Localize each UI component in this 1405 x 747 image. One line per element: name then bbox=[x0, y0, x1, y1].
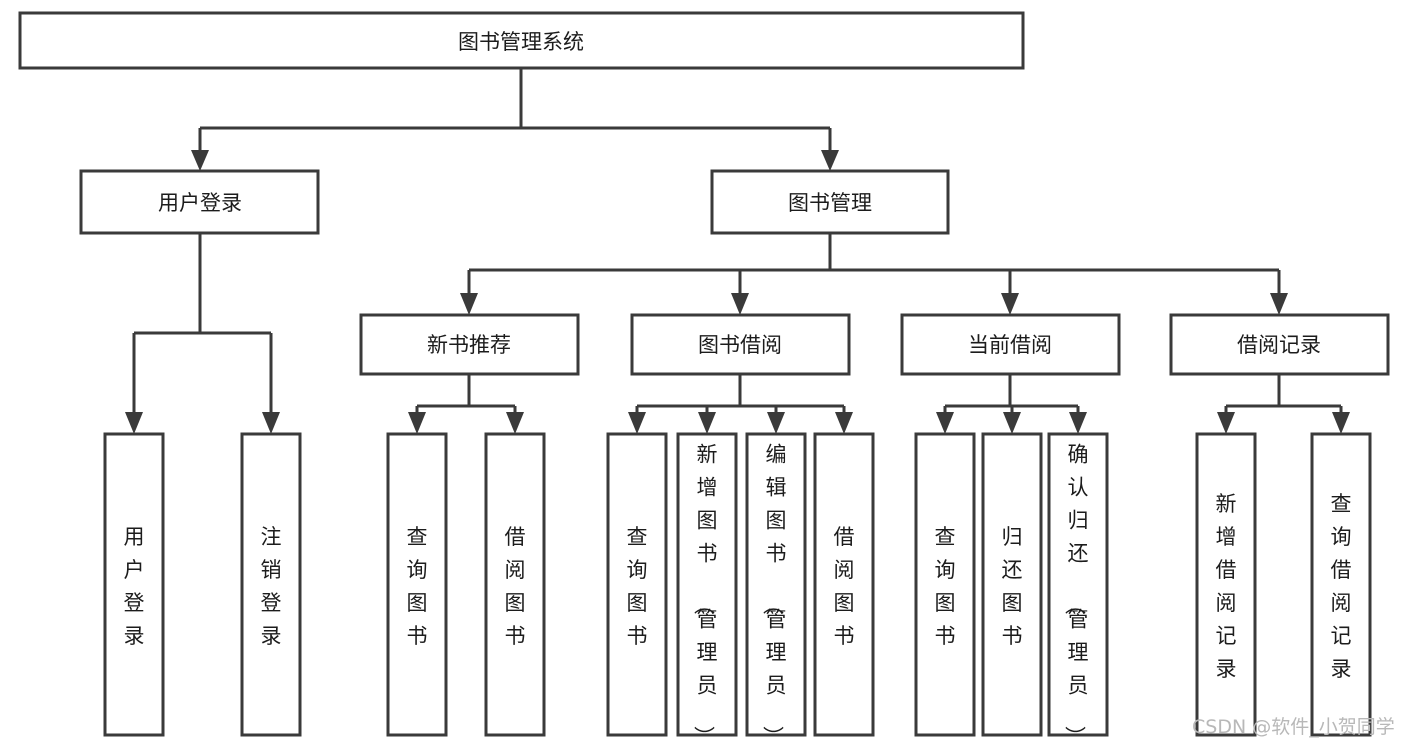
leaf-nodes-layer: 用户登录 注销登录 查询图书 借阅图书 查询图书 新增图书（管理员） bbox=[103, 432, 1372, 747]
arrow-head-leaf-query-book-current bbox=[936, 412, 954, 434]
node-leaf-add-record-label: 新增借阅记录 bbox=[1216, 492, 1237, 681]
node-leaf-query-book-borrow[interactable]: 查询图书 bbox=[606, 432, 668, 737]
node-borrow-record[interactable]: 借阅记录 bbox=[1169, 313, 1390, 376]
node-leaf-query-book-current-label: 查询图书 bbox=[935, 525, 956, 648]
arrow-head-leaf-user-login bbox=[125, 412, 143, 434]
arrow-head-borrow-record bbox=[1270, 293, 1288, 315]
node-leaf-query-book-recommend[interactable]: 查询图书 bbox=[386, 432, 448, 737]
arrow-head-book-borrow bbox=[731, 293, 749, 315]
node-borrow-record-box bbox=[1169, 313, 1390, 376]
arrow-head-leaf-borrow-book bbox=[835, 412, 853, 434]
node-leaf-query-book-borrow-box bbox=[606, 432, 668, 737]
node-leaf-add-record[interactable]: 新增借阅记录 bbox=[1195, 432, 1257, 737]
node-leaf-logout-label: 注销登录 bbox=[261, 525, 282, 648]
arrow-head-leaf-edit-book bbox=[767, 412, 785, 434]
node-leaf-add-book-box bbox=[676, 432, 738, 737]
arrow-head-leaf-borrow-book-recommend bbox=[506, 412, 524, 434]
arrow-head-leaf-add-record bbox=[1217, 412, 1235, 434]
node-book-manage-label: 图书管理 bbox=[788, 191, 872, 215]
node-book-manage[interactable]: 图书管理 bbox=[710, 169, 950, 235]
node-new-book-recommend-box bbox=[359, 313, 580, 376]
node-book-borrow[interactable]: 图书借阅 bbox=[630, 313, 851, 376]
arrow-head-new-book-recommend bbox=[460, 293, 478, 315]
node-leaf-query-book-current[interactable]: 查询图书 bbox=[914, 432, 976, 737]
watermark-label: CSDN @软件_小贺同学 bbox=[1192, 716, 1395, 738]
node-leaf-user-login[interactable]: 用户登录 bbox=[103, 432, 165, 737]
node-leaf-return-book-label: 归还图书 bbox=[1002, 525, 1023, 648]
node-leaf-query-book-recommend-box bbox=[386, 432, 448, 737]
node-leaf-query-book-current-box bbox=[914, 432, 976, 737]
node-leaf-edit-book-box bbox=[745, 432, 807, 737]
arrow-head-leaf-return-book bbox=[1003, 412, 1021, 434]
node-leaf-logout-box bbox=[240, 432, 302, 737]
node-leaf-query-record-box bbox=[1310, 432, 1372, 737]
node-leaf-borrow-book-box bbox=[813, 432, 875, 737]
node-current-borrow[interactable]: 当前借阅 bbox=[900, 313, 1121, 376]
arrow-head-leaf-query-book-recommend bbox=[408, 412, 426, 434]
node-user-login-label: 用户登录 bbox=[158, 191, 242, 215]
node-leaf-user-login-label: 用户登录 bbox=[124, 525, 145, 648]
node-leaf-edit-book[interactable]: 编辑图书（管理员） bbox=[745, 432, 807, 747]
node-current-borrow-label: 当前借阅 bbox=[968, 333, 1052, 357]
node-current-borrow-box bbox=[900, 313, 1121, 376]
node-new-book-recommend[interactable]: 新书推荐 bbox=[359, 313, 580, 376]
node-new-book-recommend-label: 新书推荐 bbox=[427, 333, 511, 357]
node-leaf-logout[interactable]: 注销登录 bbox=[240, 432, 302, 737]
node-leaf-add-record-box bbox=[1195, 432, 1257, 737]
arrow-head-leaf-add-book bbox=[698, 412, 716, 434]
node-leaf-borrow-book-label: 借阅图书 bbox=[834, 525, 855, 648]
node-leaf-query-record-label: 查询借阅记录 bbox=[1331, 492, 1352, 681]
arrow-head-leaf-query-book-borrow bbox=[628, 412, 646, 434]
node-leaf-borrow-book-recommend-box bbox=[484, 432, 546, 737]
node-leaf-query-book-borrow-label: 查询图书 bbox=[627, 525, 648, 648]
node-leaf-borrow-book-recommend[interactable]: 借阅图书 bbox=[484, 432, 546, 737]
node-leaf-confirm-return[interactable]: 确认归还（管理员） bbox=[1047, 432, 1109, 747]
node-book-manage-box bbox=[710, 169, 950, 235]
node-root[interactable]: 图书管理系统 bbox=[18, 11, 1025, 70]
arrow-head-leaf-query-record bbox=[1332, 412, 1350, 434]
arrow-head-user-login bbox=[191, 150, 209, 171]
arrow-head-book-manage bbox=[821, 150, 839, 171]
node-leaf-confirm-return-box bbox=[1047, 432, 1109, 737]
connector-layer bbox=[125, 68, 1350, 434]
node-root-label: 图书管理系统 bbox=[458, 30, 584, 54]
node-user-login-box bbox=[79, 169, 320, 235]
node-book-borrow-label: 图书借阅 bbox=[698, 333, 782, 357]
node-leaf-query-book-recommend-label: 查询图书 bbox=[407, 525, 428, 648]
node-root-box bbox=[18, 11, 1025, 70]
node-leaf-borrow-book-recommend-label: 借阅图书 bbox=[505, 525, 526, 648]
node-leaf-edit-book-label: 编辑图书（管理员） bbox=[761, 443, 787, 747]
arrow-head-current-borrow bbox=[1001, 293, 1019, 315]
node-user-login[interactable]: 用户登录 bbox=[79, 169, 320, 235]
arrow-head-leaf-logout bbox=[262, 412, 280, 434]
node-leaf-return-book[interactable]: 归还图书 bbox=[981, 432, 1043, 737]
node-leaf-return-book-box bbox=[981, 432, 1043, 737]
node-leaf-query-record[interactable]: 查询借阅记录 bbox=[1310, 432, 1372, 737]
arrow-head-leaf-confirm-return bbox=[1069, 412, 1087, 434]
node-leaf-confirm-return-label: 确认归还（管理员） bbox=[1063, 443, 1089, 747]
node-leaf-add-book[interactable]: 新增图书（管理员） bbox=[676, 432, 738, 747]
node-leaf-user-login-box bbox=[103, 432, 165, 737]
node-leaf-add-book-label: 新增图书（管理员） bbox=[692, 443, 718, 747]
node-borrow-record-label: 借阅记录 bbox=[1237, 333, 1321, 357]
node-book-borrow-box bbox=[630, 313, 851, 376]
node-leaf-borrow-book[interactable]: 借阅图书 bbox=[813, 432, 875, 737]
